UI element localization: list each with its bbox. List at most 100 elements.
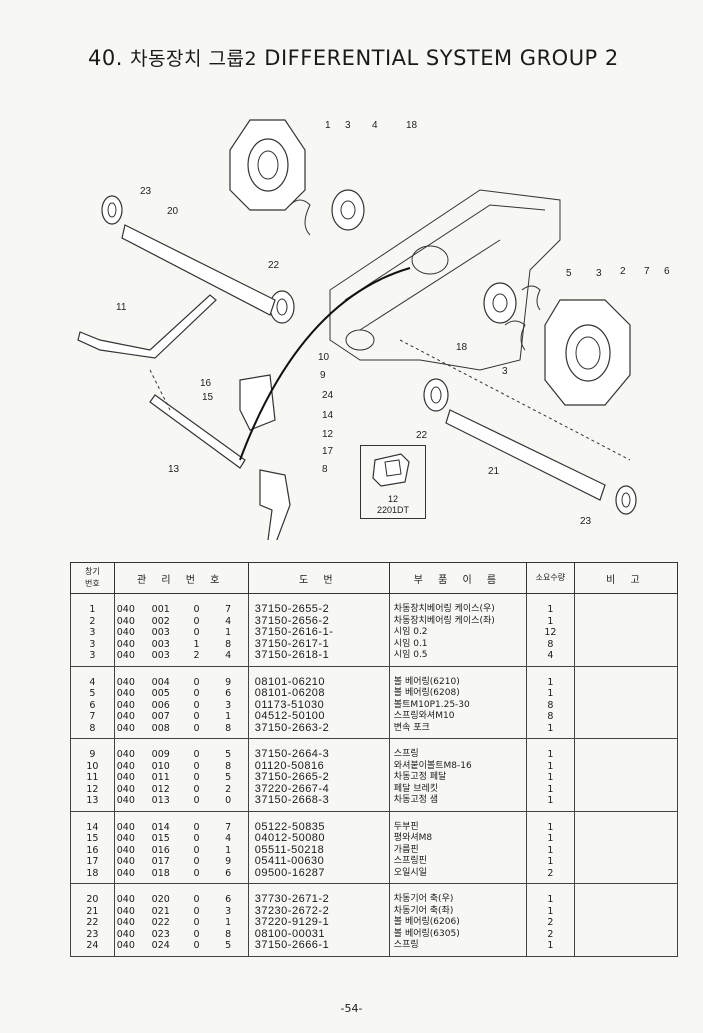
remarks-cell xyxy=(573,738,679,761)
exploded-parts-diagram: 1 3 4 18 23 20 22 11 5 3 2 7 6 18 3 10 9… xyxy=(77,119,670,540)
remarks-cell xyxy=(573,760,679,772)
callout-16: 16 xyxy=(200,378,212,389)
drawing-no-cell: 09500-16287 xyxy=(247,867,390,884)
mgmt-seq-cell: 003 xyxy=(151,627,170,638)
part-name-cell: 스프링와셔M10 xyxy=(388,711,528,723)
qty-cell: 1 xyxy=(526,738,575,761)
mgmt-check-cell: 8 xyxy=(208,722,249,739)
mgmt-check-cell: 9 xyxy=(208,666,249,688)
mgmt-rev-cell: 0 xyxy=(184,795,209,812)
mgmt-rev-cell: 2 xyxy=(184,650,209,667)
callout-7: 7 xyxy=(644,266,650,277)
callout-15: 15 xyxy=(202,392,214,403)
table-header-row: 창기 번호 관 리 번 호 도 번 부 품 이 름 소요수량 비 고 xyxy=(70,562,679,594)
mgmt-rev-cell: 0 xyxy=(193,604,200,615)
item-no-cell: 4 xyxy=(70,666,115,688)
remarks-cell xyxy=(573,867,679,884)
qty-cell: 1 xyxy=(526,844,575,856)
mgmt-check-cell: 1 xyxy=(208,917,249,929)
remarks-cell xyxy=(573,688,679,700)
header-drawing-no: 도 번 xyxy=(247,562,390,594)
part-name-cell: 볼 베어링(6305) xyxy=(388,928,528,940)
qty-cell: 1 xyxy=(526,688,575,700)
callout-8: 8 xyxy=(322,464,328,475)
item-no-cell: 10 xyxy=(70,760,115,772)
drawing-no-cell: 37150-2666-1 xyxy=(247,939,390,957)
qty-cell: 1 xyxy=(526,722,575,739)
item-no-cell: 7 xyxy=(70,711,115,723)
mgmt-group-cell: 040 xyxy=(113,844,137,856)
item-no-cell: 22 xyxy=(70,917,115,929)
drawing-no-cell: 08101-06208 xyxy=(247,687,390,700)
qty-cell: 1 xyxy=(526,666,575,688)
fork-shaft xyxy=(149,394,246,469)
remarks-cell xyxy=(573,928,679,940)
mgmt-check-cell: 2 xyxy=(208,783,249,795)
mgmt-rev-cell: 0 xyxy=(193,699,200,711)
mgmt-group-cell: 040 xyxy=(113,699,137,711)
remarks-cell xyxy=(573,615,679,627)
item-no-cell: 24 xyxy=(70,940,115,957)
remarks-cell xyxy=(573,811,679,833)
drawing-no-cell: 04012-50080 xyxy=(247,832,390,845)
mgmt-group-cell: 040 xyxy=(113,666,137,688)
remarks-cell xyxy=(573,940,679,957)
callout-14: 14 xyxy=(322,410,334,421)
mgmt-check-cell: 1 xyxy=(208,627,249,639)
mgmt-seq-cell: 018 xyxy=(136,867,185,884)
item-no-cell: 13 xyxy=(70,795,115,812)
mgmt-rev-cell: 0 xyxy=(193,772,200,783)
mgmt-group-cell: 040 xyxy=(113,811,137,833)
mgmt-seq-cell: 013 xyxy=(136,795,185,812)
callout-17: 17 xyxy=(322,446,334,457)
remarks-cell xyxy=(573,844,679,856)
mgmt-seq-cell: 015 xyxy=(151,833,170,844)
remarks-cell xyxy=(573,833,679,845)
part-name-cell: 변속 포크 xyxy=(388,722,528,739)
part-name-cell: 볼 베어링(6208) xyxy=(388,688,528,700)
item-no-cell: 20 xyxy=(70,883,115,906)
qty-cell: 1 xyxy=(526,795,575,812)
mgmt-seq-cell: 003 xyxy=(136,650,185,667)
drawing-no-cell: 05122-50835 xyxy=(247,811,390,833)
callout-10: 10 xyxy=(318,352,330,363)
callout-23b: 23 xyxy=(580,516,592,527)
item-no-cell: 16 xyxy=(70,844,115,856)
transmission-housing xyxy=(329,189,561,371)
part-name-cell: 가름핀 xyxy=(388,844,528,856)
mgmt-check-cell: 8 xyxy=(208,928,249,940)
mgmt-check-cell: 5 xyxy=(208,940,249,957)
qty-cell: 1 xyxy=(526,833,575,845)
mgmt-group-cell: 040 xyxy=(113,795,137,812)
mgmt-group-cell: 040 xyxy=(113,928,137,940)
mgmt-seq-cell: 012 xyxy=(151,783,170,795)
mgmt-group-cell: 040 xyxy=(113,867,137,884)
page-title: 40. 차동장치 그룹2 DIFFERENTIAL SYSTEM GROUP 2 xyxy=(88,44,619,71)
part-name-cell: 차동고정 페달 xyxy=(388,772,528,784)
remarks-cell xyxy=(573,650,679,667)
callout-12: 12 xyxy=(322,429,334,440)
qty-cell: 8 xyxy=(526,711,575,723)
mgmt-check-cell: 7 xyxy=(208,811,249,833)
mgmt-group-cell: 040 xyxy=(113,722,137,739)
mgmt-check-cell: 3 xyxy=(208,699,249,711)
mgmt-group-cell: 040 xyxy=(113,917,137,929)
drawing-no-cell: 37150-2664-3 xyxy=(247,738,390,761)
qty-cell: 8 xyxy=(526,699,575,711)
qty-cell: 1 xyxy=(526,905,575,917)
differential-shafts xyxy=(121,224,606,501)
mgmt-rev-cell: 0 xyxy=(193,615,200,627)
part-name-cell: 스프링 xyxy=(388,940,528,957)
mgmt-group-cell: 040 xyxy=(113,940,137,957)
